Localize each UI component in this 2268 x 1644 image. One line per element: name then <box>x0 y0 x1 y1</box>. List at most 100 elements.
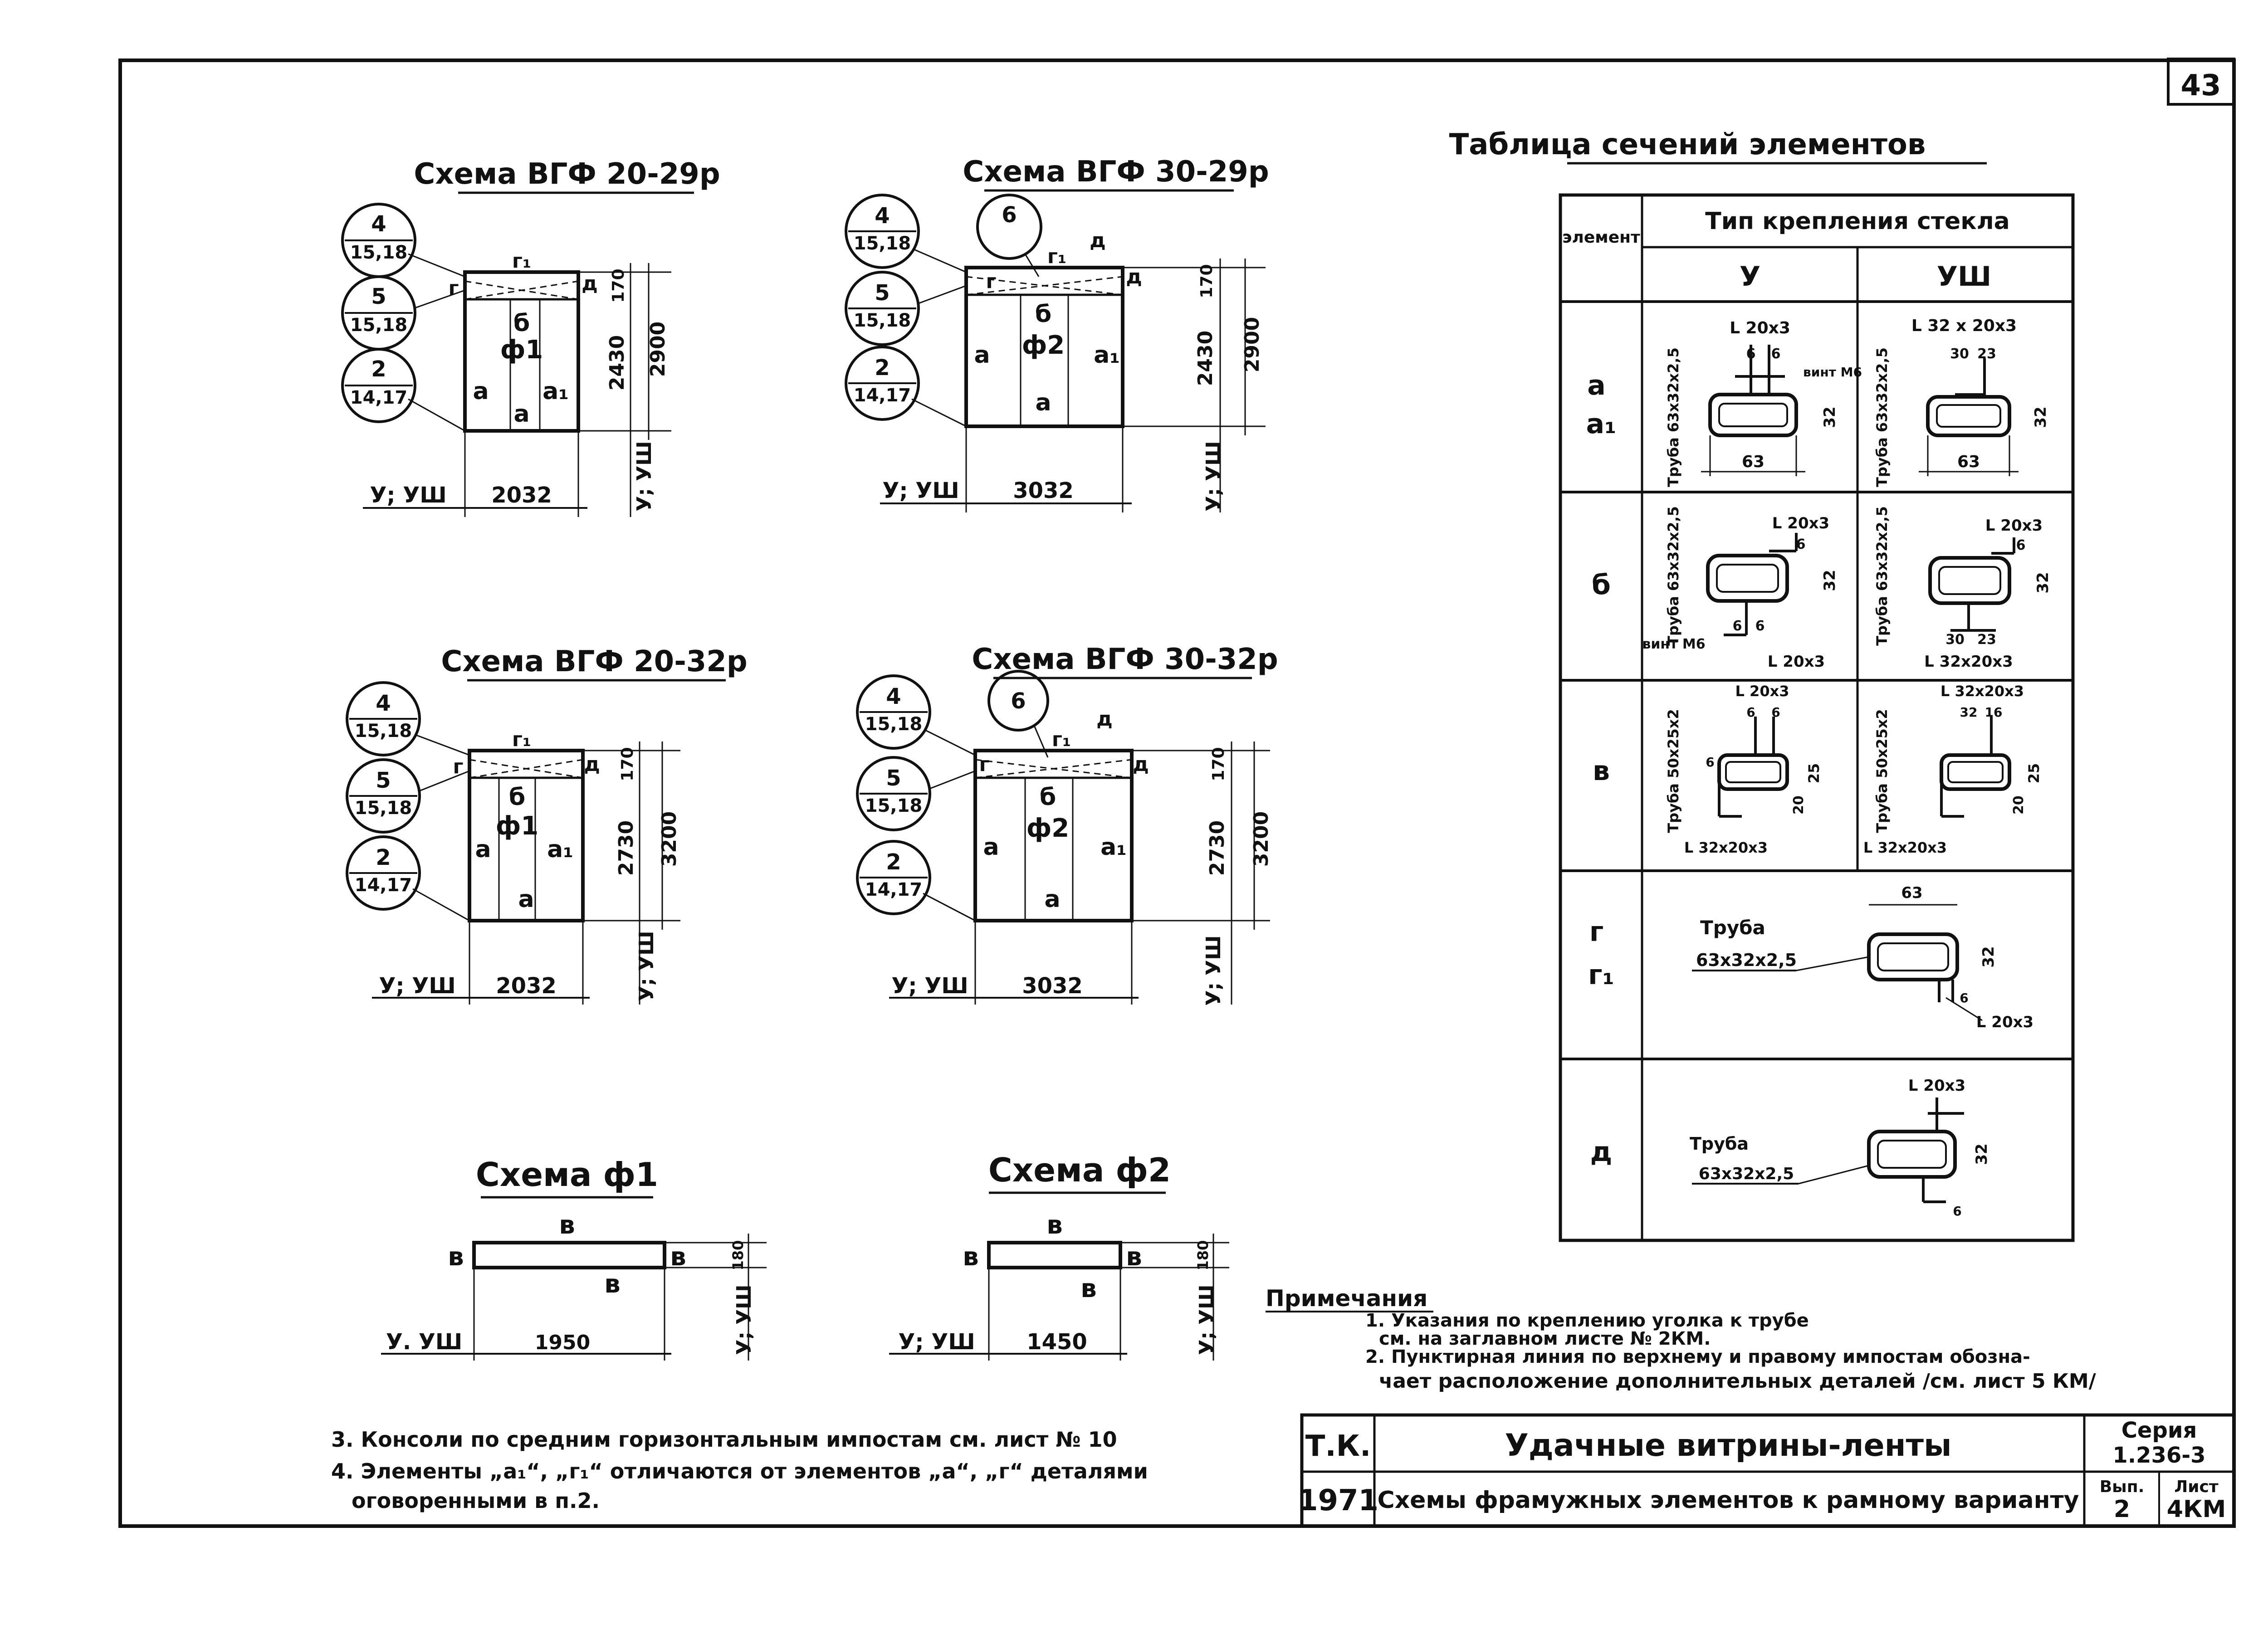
section-b-u: L 20х3 L 20х3 винт М6 6 6 6 32 Труба 63х… <box>1642 506 1839 671</box>
letter-a1: а₁ <box>1094 341 1120 369</box>
svg-text:15,18: 15,18 <box>865 714 923 735</box>
callout-2: 2 14,17 <box>856 840 976 922</box>
frame-outline <box>468 749 585 922</box>
letter-v-top: в <box>1046 1210 1062 1240</box>
svg-text:6: 6 <box>1960 990 1968 1005</box>
dim-170: 170 <box>1198 264 1216 298</box>
letter-d: д <box>582 272 598 295</box>
svg-text:6: 6 <box>1733 618 1742 634</box>
callout-6: 6 <box>976 194 1042 277</box>
svg-text:Труба 63х32х2,5: Труба 63х32х2,5 <box>1665 347 1682 487</box>
svg-text:L 32х20х3: L 32х20х3 <box>1941 683 2024 700</box>
width-dim: 1950 <box>535 1331 590 1354</box>
svg-text:L 20х3: L 20х3 <box>1985 517 2043 535</box>
callout-2: 2 14,17 <box>341 348 465 432</box>
tb-year: 1971 <box>1298 1484 1378 1517</box>
svg-text:L 20х3: L 20х3 <box>1735 683 1789 700</box>
section-a-ush: L 32 х 20х3 30 23 63 32 Труба 63х32х2,5 <box>1873 317 2050 487</box>
letter-v-top: в <box>559 1210 575 1240</box>
title-block: Т.К. 1971 Удачные витрины-ленты Схемы фр… <box>1298 1413 2236 1528</box>
frame-outline <box>463 270 580 433</box>
note-4b: оговоренными в п.2. <box>352 1488 600 1513</box>
scheme-title: Схема ф2 <box>988 1151 1171 1189</box>
svg-text:L 20х3: L 20х3 <box>1772 514 1829 532</box>
fanlight-outline <box>472 1241 666 1269</box>
letter-d-right: д <box>1133 753 1149 776</box>
svg-text:32: 32 <box>1973 1143 1991 1165</box>
svg-text:2: 2 <box>886 849 901 875</box>
width-dim: 2032 <box>496 973 557 999</box>
sub-col-ush: УШ <box>1937 261 1991 293</box>
tb-name: Удачные витрины-ленты <box>1505 1428 1951 1464</box>
callout-4: 4 15,18 <box>341 203 465 278</box>
letter-g: г <box>449 277 459 300</box>
svg-text:5: 5 <box>875 280 890 306</box>
row-d-label: д <box>1590 1136 1612 1168</box>
letter-g: г <box>979 753 990 776</box>
svg-text:6: 6 <box>1796 537 1806 552</box>
dim-2900: 2900 <box>1241 317 1264 372</box>
section-d: Труба 63х32х2,5 L 20х3 32 6 <box>1690 1077 1991 1219</box>
types-label: У; УШ <box>891 973 968 999</box>
letter-d: д <box>1096 707 1113 731</box>
svg-text:15,18: 15,18 <box>854 310 911 331</box>
side-types: У; УШ <box>633 441 656 511</box>
svg-text:L 20х3: L 20х3 <box>1730 319 1790 337</box>
letter-g: г <box>453 755 464 778</box>
letter-a1: а₁ <box>547 836 573 863</box>
svg-text:14,17: 14,17 <box>854 385 911 406</box>
letter-g: г <box>986 270 997 293</box>
svg-text:Труба 63х32х2,5: Труба 63х32х2,5 <box>1873 347 1891 487</box>
letter-a1: а₁ <box>543 378 569 405</box>
svg-text:6: 6 <box>1011 688 1026 714</box>
svg-text:14,17: 14,17 <box>350 387 408 408</box>
dim-3200: 3200 <box>658 811 681 867</box>
letter-v-bottom: в <box>1080 1274 1096 1303</box>
scheme-vgf-20-32: Схема ВГФ 20-32р ф1 б а а₁ а г₁ г д 170 … <box>346 645 748 1005</box>
dim-2730: 2730 <box>615 820 638 876</box>
letter-v-right: в <box>670 1242 686 1272</box>
svg-text:32: 32 <box>2032 406 2050 428</box>
frame-outline <box>973 749 1134 922</box>
side-types: У; УШ <box>1195 1284 1218 1355</box>
types-label: У. УШ <box>386 1329 462 1355</box>
svg-text:6: 6 <box>2016 537 2026 553</box>
side-types: У; УШ <box>1202 935 1225 1005</box>
scheme-title: Схема ВГФ 20-29р <box>414 157 720 191</box>
tb-sheet-value: 4КМ <box>2167 1496 2226 1523</box>
width-dim: 3032 <box>1022 973 1083 999</box>
svg-text:32: 32 <box>1980 946 1998 967</box>
section-b-ush: L 20х3 L 32х20х3 6 30 23 32 Труба 63х32х… <box>1873 506 2052 671</box>
letter-a: а <box>983 834 999 861</box>
scheme-title: Схема ВГФ 30-29р <box>963 155 1269 189</box>
note-1: 1. Указания по креплению уголка к трубе <box>1365 1310 1809 1331</box>
letter-a: а <box>475 836 491 863</box>
fanlight-outline <box>987 1241 1122 1269</box>
note-4: 4. Элементы „а₁“, „г₁“ отличаются от эле… <box>331 1459 1148 1483</box>
svg-text:4: 4 <box>875 203 890 229</box>
svg-text:32: 32 <box>1821 406 1839 428</box>
types-label: У; УШ <box>379 973 455 999</box>
callout-4: 4 15,18 <box>845 194 967 273</box>
letter-g1: г₁ <box>512 249 531 273</box>
dim-2430: 2430 <box>1194 331 1217 386</box>
section-a-u: L 20х3 винт М6 6 6 63 32 Труба 63х32х2,5 <box>1665 319 1862 487</box>
svg-text:Труба: Труба <box>1700 917 1765 939</box>
callout-5: 5 15,18 <box>341 275 465 351</box>
svg-text:винт М6: винт М6 <box>1803 365 1862 380</box>
callout-2: 2 14,17 <box>346 835 470 922</box>
tb-org: Т.К. <box>1305 1429 1371 1463</box>
callout-4: 4 15,18 <box>346 681 470 756</box>
tb-subtitle: Схемы фрамужных элементов к рамному вари… <box>1377 1487 2079 1514</box>
letter-g1: г₁ <box>512 728 531 751</box>
svg-text:2: 2 <box>371 356 386 382</box>
dim-170: 170 <box>609 268 628 302</box>
svg-text:6: 6 <box>1746 346 1756 362</box>
svg-text:20: 20 <box>1791 795 1807 815</box>
types-label: У; УШ <box>882 478 959 503</box>
svg-text:L 20х3: L 20х3 <box>1768 653 1825 671</box>
svg-text:винт М6: винт М6 <box>1642 636 1705 652</box>
types-label: У; УШ <box>898 1329 975 1355</box>
col-header-element: элемент <box>1562 228 1640 247</box>
